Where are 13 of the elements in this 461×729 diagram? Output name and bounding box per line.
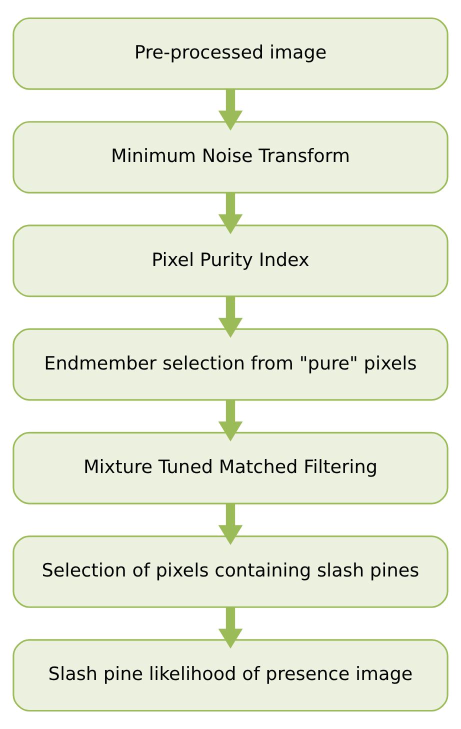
arrow <box>218 192 243 234</box>
node-box: Slash pine likelihood of presence image <box>12 639 448 712</box>
arrow <box>218 400 243 442</box>
node-box: Minimum Noise Transform <box>12 121 448 194</box>
arrow <box>218 607 243 649</box>
node-box: Pixel Purity Index <box>12 224 448 298</box>
node-box: Mixture Tuned Matched Filtering <box>12 432 448 504</box>
node-box: Endmember selection from "pure" pixels <box>12 328 448 401</box>
arrow <box>218 504 243 546</box>
arrow <box>218 296 243 338</box>
node-box: Pre-processed image <box>12 17 448 90</box>
node-box: Selection of pixels containing slash pines <box>12 536 448 608</box>
arrow <box>218 89 243 131</box>
